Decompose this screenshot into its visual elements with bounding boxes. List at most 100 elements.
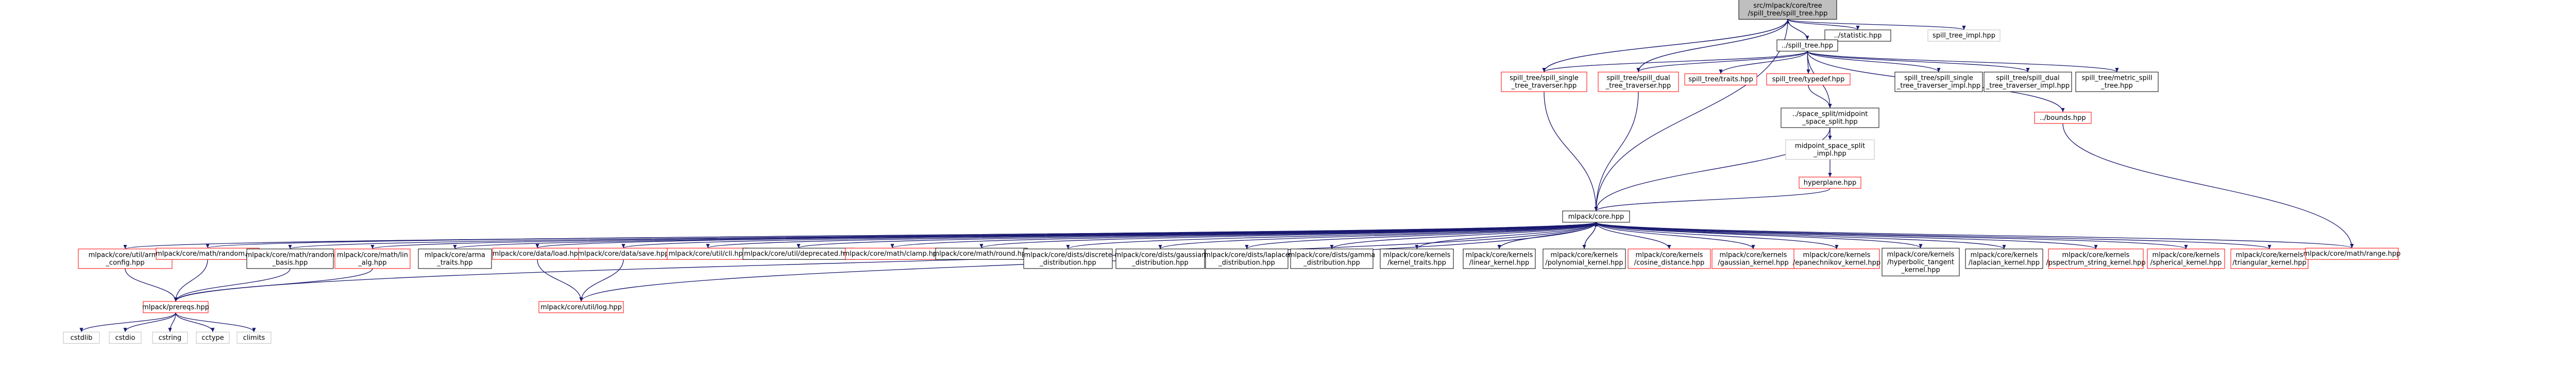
node-dual_trav[interactable]: spill_tree/spill_dual_tree_traverser.hpp: [1598, 72, 1679, 92]
node-spill_tree_impl: spill_tree_impl.hpp: [1927, 29, 2001, 42]
edge-core-to-pspectrum: [1596, 222, 2098, 250]
node-spill_tree_impl-box: [1927, 29, 2001, 42]
node-spill_tree_hpp-box: [1776, 39, 1838, 51]
node-gamma-box: [1290, 249, 1374, 269]
node-dual_trav-label-line: _tree_traverser.hpp: [1605, 82, 1671, 90]
node-cstdlib: cstdlib: [63, 331, 100, 344]
node-gamma[interactable]: mlpack/core/dists/gamma_distribution.hpp: [1289, 249, 1376, 269]
node-load[interactable]: mlpack/core/data/load.hpp: [492, 247, 583, 260]
node-range[interactable]: mlpack/core/math/range.hpp: [2303, 247, 2401, 260]
node-clamp[interactable]: mlpack/core/math/clamp.hpp: [843, 247, 942, 260]
node-triangular[interactable]: mlpack/core/kernels/triangular_kernel.hp…: [2230, 249, 2309, 269]
edge-core-to-spherical: [1596, 222, 2188, 250]
node-log[interactable]: mlpack/core/util/log.hpp: [538, 301, 624, 313]
edge-core-to-cosine: [1596, 222, 1671, 250]
edge-prereqs-to-cstdio: [123, 312, 176, 332]
node-typedef-label-line: spill_tree/typedef.hpp: [1772, 76, 1845, 83]
edge-linear-to-core: [1499, 222, 1598, 250]
node-spill_tree_impl-label-line: spill_tree_impl.hpp: [1933, 32, 1995, 40]
node-pspectrum[interactable]: mlpack/core/kernels/pspectrum_string_ker…: [2046, 249, 2146, 269]
node-typedef-box: [1766, 73, 1851, 85]
node-climits: climits: [236, 331, 272, 344]
node-cli[interactable]: mlpack/core/util/cli.hpp: [667, 247, 749, 260]
node-discrete[interactable]: mlpack/core/dists/discrete_distribution.…: [1023, 249, 1113, 269]
node-single_trav_impl[interactable]: spill_tree/spill_single_tree_traverser_i…: [1894, 72, 1983, 92]
node-gaussian_k-box: [1711, 249, 1795, 269]
node-spherical-label-line: mlpack/core/kernels: [2153, 251, 2220, 259]
node-cosine[interactable]: mlpack/core/kernels/cosine_distance.hpp: [1628, 249, 1711, 269]
node-single_trav[interactable]: spill_tree/spill_single_tree_traverser.h…: [1501, 72, 1587, 92]
node-core[interactable]: mlpack/core.hpp: [1562, 210, 1630, 223]
node-save[interactable]: mlpack/core/data/save.hpp: [578, 247, 669, 260]
node-spherical-box: [2147, 249, 2225, 269]
node-load-label-line: mlpack/core/data/load.hpp: [493, 250, 582, 258]
node-laplace[interactable]: mlpack/core/dists/laplace_distribution.h…: [1204, 249, 1290, 269]
node-round-label-line: mlpack/core/math/round.hpp: [933, 250, 1030, 258]
node-lin_alg[interactable]: mlpack/core/math/lin_alg.hpp: [334, 249, 411, 269]
node-prereqs[interactable]: mlpack/prereqs.hpp: [142, 301, 209, 313]
node-cctype: cctype: [196, 331, 230, 344]
node-metric_tree-box: [2075, 72, 2159, 92]
node-laplacian[interactable]: mlpack/core/kernels/laplacian_kernel.hpp: [1965, 249, 2043, 269]
node-dual_trav_impl[interactable]: spill_tree/spill_dual_tree_traverser_imp…: [1984, 72, 2072, 92]
node-hyperplane[interactable]: hyperplane.hpp: [1799, 176, 1861, 189]
edge-polynomial-to-core: [1584, 222, 1598, 249]
edge-single_trav-to-core: [1544, 92, 1598, 211]
node-random[interactable]: mlpack/core/math/random.hpp: [156, 247, 260, 260]
node-gaussian_d[interactable]: mlpack/core/dists/gaussian_distribution.…: [1115, 249, 1206, 269]
node-root-label-line: src/mlpack/core/tree: [1753, 2, 1822, 10]
edge-dual_trav-to-core: [1594, 92, 1639, 211]
node-epan[interactable]: mlpack/core/kernels/epanechnikov_kernel.…: [1793, 249, 1880, 269]
node-lin_alg-box: [334, 249, 411, 269]
node-round[interactable]: mlpack/core/math/round.hpp: [933, 247, 1030, 260]
node-polynomial-label-line: /polynomial_kernel.hpp: [1545, 259, 1623, 267]
edge-root-to-core: [1594, 19, 1788, 211]
node-typedef[interactable]: spill_tree/typedef.hpp: [1766, 73, 1851, 85]
edge-bounds-to-range: [2062, 123, 2354, 249]
node-hyperplane-box: [1799, 176, 1861, 189]
edge-arma_conf-to-prereqs: [125, 268, 178, 302]
node-epan-label-line: /epanechnikov_kernel.hpp: [1793, 259, 1880, 267]
node-laplace-box: [1205, 249, 1289, 269]
node-random_basis[interactable]: mlpack/core/math/random_basis.hpp: [246, 249, 335, 269]
node-statistic[interactable]: ../statistic.hpp: [1824, 29, 1891, 42]
node-linear[interactable]: mlpack/core/kernels/linear_kernel.hpp: [1463, 249, 1536, 269]
node-gaussian_k-label-line: /gaussian_kernel.hpp: [1718, 259, 1789, 267]
node-linear-label-line: /linear_kernel.hpp: [1469, 259, 1530, 267]
node-dual_trav_impl-label-line: _tree_traverser_impl.hpp: [1986, 82, 2070, 90]
edge-typedef-to-midpoint: [1808, 85, 1832, 109]
node-midpoint[interactable]: ../space_split/midpoint_space_split.hpp: [1781, 108, 1879, 128]
node-spill_tree_hpp[interactable]: ../spill_tree.hpp: [1776, 39, 1838, 51]
edge-load-to-log: [537, 259, 583, 302]
node-polynomial[interactable]: mlpack/core/kernels/polynomial_kernel.hp…: [1543, 249, 1626, 269]
node-arma_conf-label-line: mlpack/core/util/arma: [89, 251, 162, 259]
node-deprecated[interactable]: mlpack/core/util/deprecated.hpp: [742, 247, 855, 260]
node-traits[interactable]: spill_tree/traits.hpp: [1684, 73, 1757, 85]
node-arma_traits[interactable]: mlpack/core/arma_traits.hpp: [418, 249, 492, 269]
node-bounds[interactable]: ../bounds.hpp: [2034, 112, 2092, 124]
node-midpoint_impl: midpoint_space_split_impl.hpp: [1785, 139, 1875, 160]
node-kernel_traits[interactable]: mlpack/core/kernels/kernel_traits.hpp: [1380, 249, 1454, 269]
node-root[interactable]: src/mlpack/core/tree/spill_tree/spill_tr…: [1738, 0, 1837, 20]
node-gaussian_k[interactable]: mlpack/core/kernels/gaussian_kernel.hpp: [1711, 249, 1795, 269]
node-cosine-label-line: /cosine_distance.hpp: [1634, 259, 1705, 267]
node-spherical[interactable]: mlpack/core/kernels/spherical_kernel.hpp: [2147, 249, 2225, 269]
edge-core-to-gaussian_k: [1596, 222, 1755, 250]
edge-core-to-laplacian: [1596, 222, 2006, 250]
node-single_trav-label-line: _tree_traverser.hpp: [1511, 82, 1577, 90]
node-epan-label-line: mlpack/core/kernels: [1803, 251, 1871, 259]
node-arma_traits-label-line: _traits.hpp: [436, 259, 472, 267]
node-single_trav_impl-box: [1894, 72, 1983, 92]
header-nodes: src/mlpack/core/tree/spill_tree/spill_tr…: [63, 0, 2401, 344]
node-climits-label-line: climits: [243, 334, 265, 342]
node-cstring-label-line: cstring: [159, 334, 181, 342]
edge-spill_tree_hpp-to-traits: [1719, 51, 1808, 74]
node-climits-box: [236, 331, 272, 344]
node-cstring-box: [152, 331, 188, 344]
node-cctype-box: [196, 331, 230, 344]
node-hyptan[interactable]: mlpack/core/kernels/hyperbolic_tangent_k…: [1882, 247, 1960, 276]
node-arma_conf-label-line: _config.hpp: [105, 259, 144, 267]
node-gamma-label-line: _distribution.hpp: [1303, 259, 1360, 267]
edge-prereqs-to-cctype: [175, 312, 215, 332]
node-metric_tree[interactable]: spill_tree/metric_spill_tree.hpp: [2075, 72, 2159, 92]
